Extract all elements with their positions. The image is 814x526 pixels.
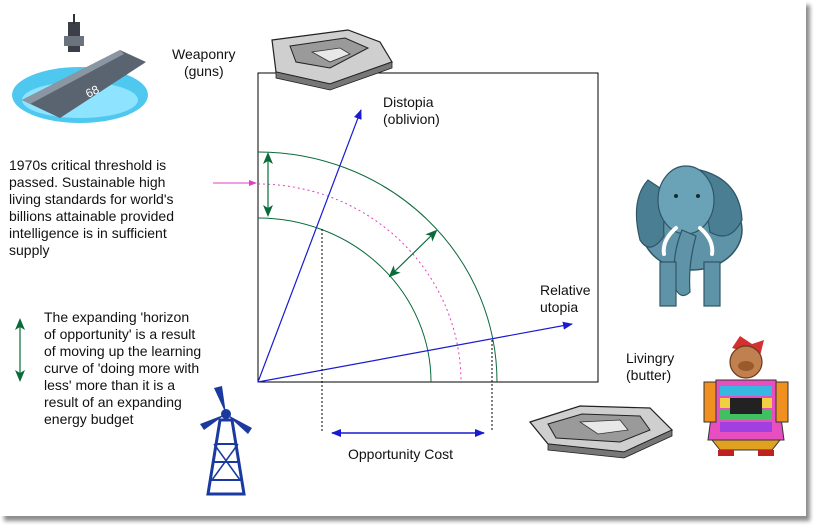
pentagon-building-icon xyxy=(528,405,674,459)
utopia-vector xyxy=(257,321,573,383)
pentagon-building-icon xyxy=(271,29,393,91)
chart-frame xyxy=(257,72,599,383)
outer-horizon-curve xyxy=(257,151,498,383)
aircraft-carrier-icon: 68 xyxy=(12,14,148,123)
horizon-note: The expanding 'horizon of opportunity' i… xyxy=(44,309,202,427)
opportunity-cost-label: Opportunity Cost xyxy=(348,446,454,462)
costumed-figure-icon xyxy=(703,336,789,456)
distopia-label: Distopia (oblivion) xyxy=(383,94,440,127)
dotted-threshold-curve xyxy=(257,183,462,383)
expansion-arrow xyxy=(388,229,438,278)
threshold-note: 1970s critical threshold is passed. Sust… xyxy=(9,157,174,258)
elephant-icon xyxy=(635,165,743,307)
distopia-vector xyxy=(257,109,362,383)
weaponry-label: Weaponry (guns) xyxy=(172,46,236,79)
wind-turbine-icon xyxy=(200,386,252,496)
relative-utopia-label: Relative utopia xyxy=(540,282,591,315)
livingry-label: Livingry (butter) xyxy=(626,350,675,383)
inner-horizon-curve xyxy=(257,217,432,383)
svg-text:68: 68 xyxy=(83,82,101,100)
